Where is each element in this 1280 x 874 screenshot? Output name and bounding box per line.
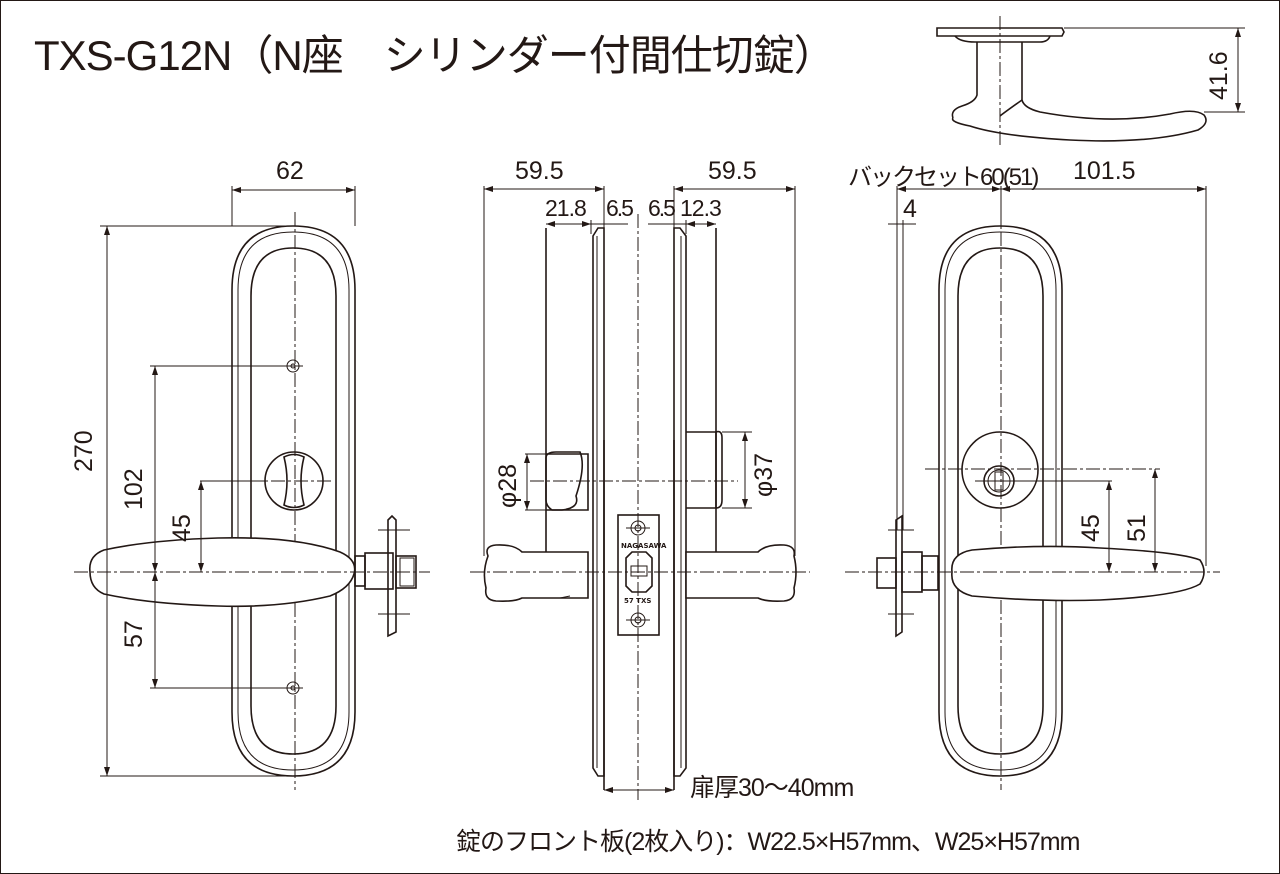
svg-text:57 TXS: 57 TXS	[624, 597, 651, 605]
dim-cylinder-to-lever-51: 51	[1123, 514, 1151, 542]
dim-left-projection: 59.5	[515, 157, 564, 185]
dim-left-plate: 6.5	[606, 195, 634, 221]
dim-right-rose: 12.3	[680, 195, 722, 221]
dim-front-height: 270	[70, 430, 98, 472]
dim-door-thickness: 扉厚30〜40mm	[690, 774, 854, 802]
side-view: NAGASAWA 57 TXS	[470, 186, 810, 800]
dim-front-width: 62	[276, 157, 304, 185]
dim-right-plate: 6.5	[648, 195, 676, 221]
dim-lever-to-bottom-screw: 57	[120, 620, 148, 648]
dim-thumbturn-to-lever: 45	[168, 514, 196, 542]
dim-left-diameter: φ28	[494, 463, 522, 508]
footnote-front-plate: 錠のフロント板(2枚入り)：W22.5×H57mm、W25×H57mm	[456, 828, 1080, 856]
dim-screw-to-lever: 102	[120, 468, 148, 510]
back-view	[845, 186, 1220, 790]
dim-backset: バックセット60(51)	[848, 164, 1039, 191]
dim-right-projection: 59.5	[708, 157, 757, 185]
top-view-lever	[936, 16, 1245, 146]
dim-right-diameter: φ37	[750, 452, 778, 497]
dim-left-rose: 21.8	[545, 195, 587, 221]
dim-front-plate-thickness: 4	[903, 195, 917, 223]
dim-cylinder-to-lever-45: 45	[1077, 514, 1105, 542]
svg-text:NAGASAWA: NAGASAWA	[621, 542, 667, 550]
drawing-title: TXS-G12N（N座 シリンダー付間仕切錠）	[34, 32, 836, 79]
dim-lever-length: 101.5	[1073, 157, 1136, 185]
front-view	[74, 186, 430, 790]
dim-lever-height: 41.6	[1205, 51, 1233, 100]
